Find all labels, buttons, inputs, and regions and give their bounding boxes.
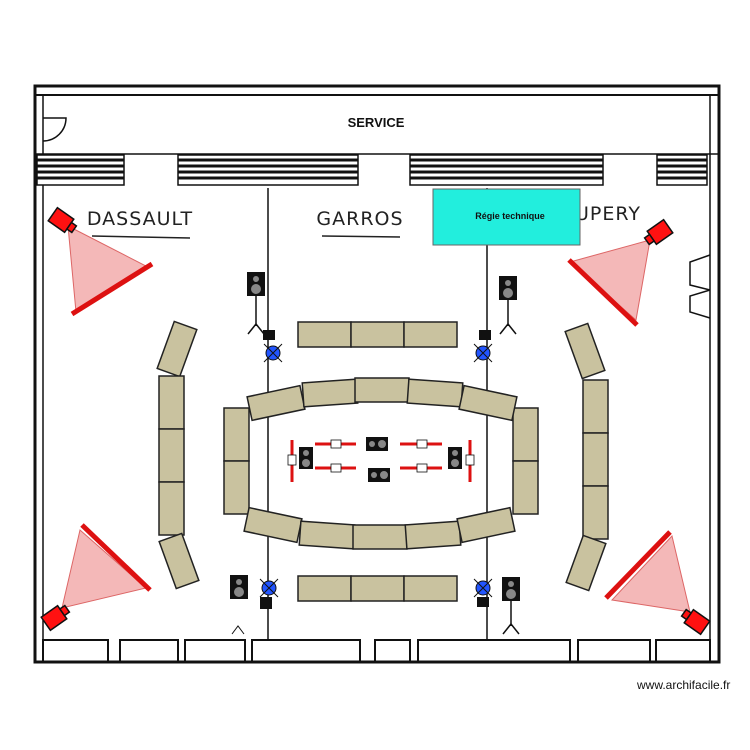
table-row-top <box>297 321 458 348</box>
projector-icon <box>643 218 674 246</box>
room-underline-dassault <box>91 235 191 239</box>
speaker-bottom-right <box>502 577 520 635</box>
service-label: SERVICE <box>348 115 405 130</box>
stage-light-top-left <box>263 330 283 363</box>
projection-zone-bottom-right <box>604 530 711 636</box>
table-row-bottom <box>297 575 458 602</box>
table-arc-left <box>156 320 200 590</box>
room-label-dassault: DASSAULT <box>87 208 193 230</box>
bottom-openings <box>42 639 711 662</box>
stage-light-bottom-right <box>473 578 493 607</box>
room-underline-garros <box>321 235 401 238</box>
projector-icon <box>47 206 78 234</box>
room-label-upery: UPERY <box>575 203 641 225</box>
speaker-bottom-left <box>230 575 248 635</box>
regie-technique-box <box>432 188 581 246</box>
monitor-speakers <box>299 437 462 482</box>
table-oval-center <box>223 377 539 550</box>
central-stage <box>287 437 475 482</box>
projection-zone-bottom-left <box>40 523 152 632</box>
window-bands <box>36 154 708 186</box>
stage-light-top-right <box>473 330 493 363</box>
regie-technique-label: Régie technique <box>475 211 545 221</box>
room-label-garros: GARROS <box>316 208 403 230</box>
speaker-top-right <box>499 276 517 335</box>
projector-icon <box>680 608 711 636</box>
projector-icon <box>40 604 71 632</box>
projection-zone-top-right <box>567 218 674 327</box>
table-arc-right <box>564 322 609 592</box>
watermark: www.archifacile.fr <box>637 678 731 692</box>
stage-light-bottom-left <box>259 578 279 609</box>
projection-zone-top-left <box>47 206 154 317</box>
speaker-top-left <box>247 272 265 335</box>
